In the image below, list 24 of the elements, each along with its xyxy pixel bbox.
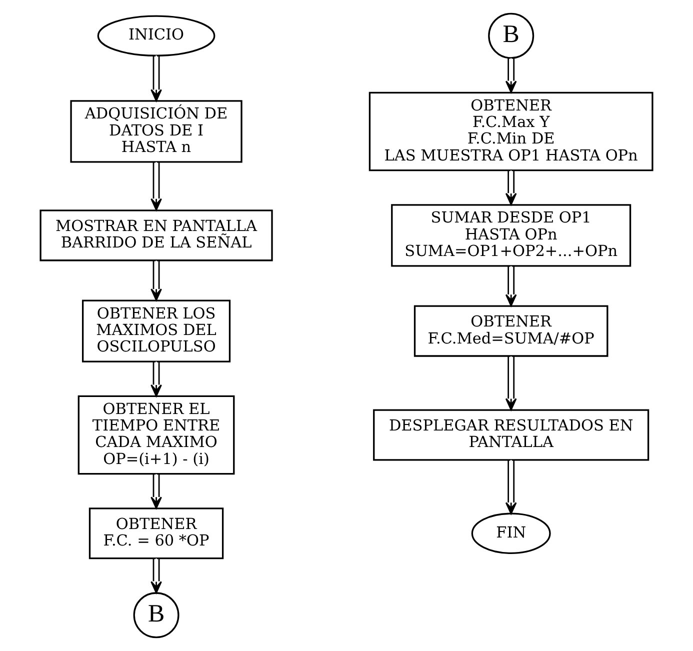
node-box: MOSTRAR EN PANTALLA BARRIDO DE LA SEÑAL <box>40 210 273 262</box>
arrow <box>150 474 162 509</box>
arrow <box>150 362 162 397</box>
arrow <box>505 170 517 206</box>
node-box: OBTENER LOS MAXIMOS DEL OSCILOPULSO <box>82 300 231 362</box>
node-box: OBTENER F.C.Max Y F.C.Min DE LAS MUESTRA OP1 HASTA OPn <box>368 92 654 172</box>
node-box: SUMAR DESDE OP1 HASTA OPn SUMA=OP1+OP2+...+OPn <box>391 204 632 267</box>
arrow <box>150 56 162 102</box>
arrow <box>150 260 162 301</box>
node-circle: B <box>488 12 534 59</box>
arrow <box>150 162 162 211</box>
node-box: DESPLEGAR RESULTADOS EN PANTALLA <box>373 409 650 461</box>
arrow <box>505 266 517 306</box>
node-box: ADQUISICIÓN DE DATOS DE I HASTA n <box>70 100 242 163</box>
node-box: OBTENER F.C. = 60 *OP <box>88 508 224 560</box>
arrow <box>505 356 517 410</box>
arrow <box>505 460 517 514</box>
arrow <box>150 558 162 594</box>
node-circle: B <box>133 592 180 638</box>
node-box: OBTENER F.C.Med=SUMA/#OP <box>414 305 608 357</box>
arrow <box>505 58 517 93</box>
node-ellipse: FIN <box>471 512 551 554</box>
node-box: OBTENER EL TIEMPO ENTRE CADA MAXIMO OP=(i+1) - (i) <box>78 395 235 475</box>
node-ellipse: INICIO <box>97 15 216 56</box>
